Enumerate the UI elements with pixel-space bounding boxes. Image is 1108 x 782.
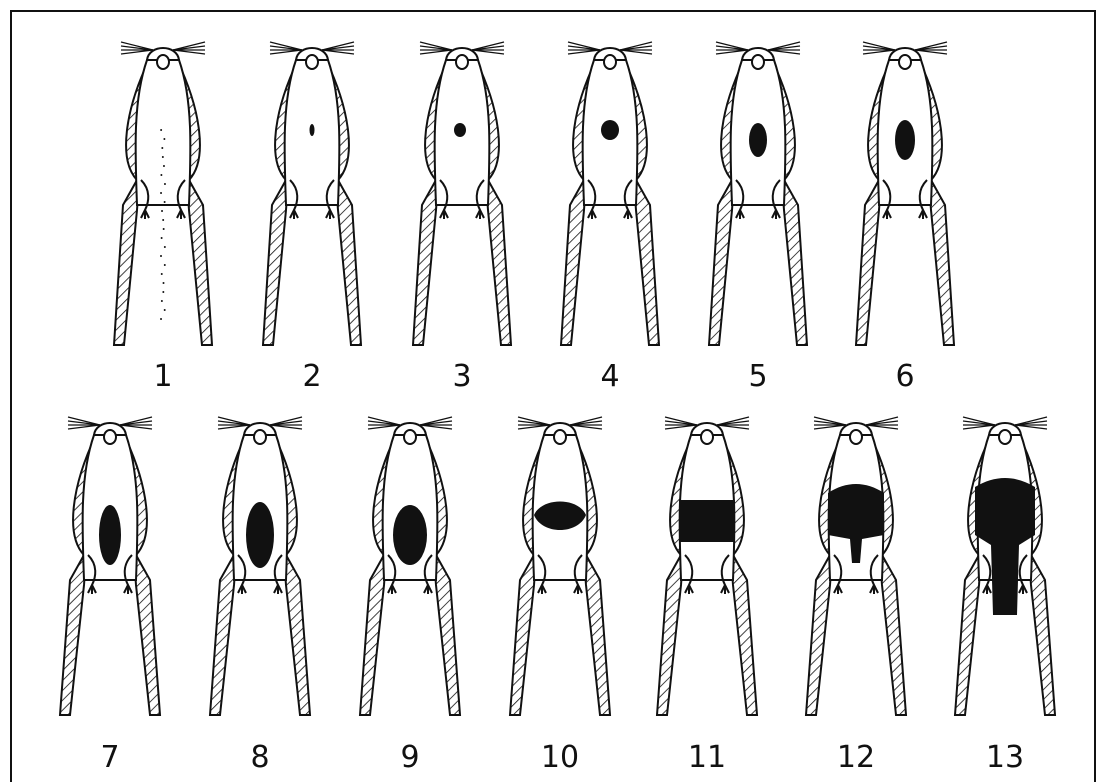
nose [554,430,566,444]
mouse-panel-6 [856,42,954,345]
panel-label-9: 9 [400,743,419,773]
lesion-dot [160,192,162,194]
panel-label-7: 7 [100,743,119,773]
nose [404,430,416,444]
lesion-mark [310,124,315,136]
lesion-dot [161,273,163,275]
lesion-dot [162,219,164,221]
lesion-dot [163,228,165,230]
nose [104,430,116,444]
lesion-dot [161,147,163,149]
mouse-panel-10 [510,417,610,715]
mouse-panel-3 [413,42,511,345]
mouse-panel-11 [657,417,757,715]
lesion-mark [99,505,121,565]
panel-label-4: 4 [600,362,619,392]
nose [850,430,862,444]
mouse-panel-9 [360,417,460,715]
lesion-mark [749,123,767,157]
mouse-panel-5 [709,42,807,345]
lesion-dot [164,309,166,311]
panel-label-12: 12 [837,743,875,773]
lesion-mark [393,505,427,565]
lesion-dot [161,210,163,212]
lesion-mark [601,120,619,140]
lesion-dot [163,138,165,140]
panel-label-2: 2 [302,362,321,392]
lesion-mark [454,123,466,137]
nose [701,430,713,444]
lesion-mark [246,502,274,568]
lesion-dot [160,129,162,131]
panel-label-3: 3 [452,362,471,392]
lesion-mark [679,500,735,542]
panel-label-11: 11 [688,743,726,773]
lesion-dot [164,246,166,248]
lesion-dot [163,282,165,284]
panel-label-6: 6 [895,362,914,392]
nose [899,55,911,69]
mouse-panel-8 [210,417,310,715]
panel-label-5: 5 [748,362,767,392]
mouse-panel-12 [806,417,906,715]
nose [604,55,616,69]
lesion-dot [160,174,162,176]
lesion-dot [163,165,165,167]
nose [456,55,468,69]
nose [999,430,1011,444]
lesion-dot [162,291,164,293]
lesion-mark [895,120,915,160]
lesion-dot [162,156,164,158]
lesion-dot [161,237,163,239]
nose [752,55,764,69]
mouse-panel-1 [114,42,212,345]
lesion-dot [160,318,162,320]
mouse-panel-13 [955,417,1055,715]
panel-label-10: 10 [541,743,579,773]
mouse-panel-2 [263,42,361,345]
panel-label-1: 1 [153,362,172,392]
lesion-dot [164,264,166,266]
nose [254,430,266,444]
panel-label-13: 13 [986,743,1024,773]
mouse-panel-4 [561,42,659,345]
nose [306,55,318,69]
lesion-dot [161,300,163,302]
nose [157,55,169,69]
mouse-panel-7 [60,417,160,715]
panel-label-8: 8 [250,743,269,773]
lesion-dot [164,183,166,185]
lesion-dot [160,255,162,257]
lesion-dot [164,201,166,203]
